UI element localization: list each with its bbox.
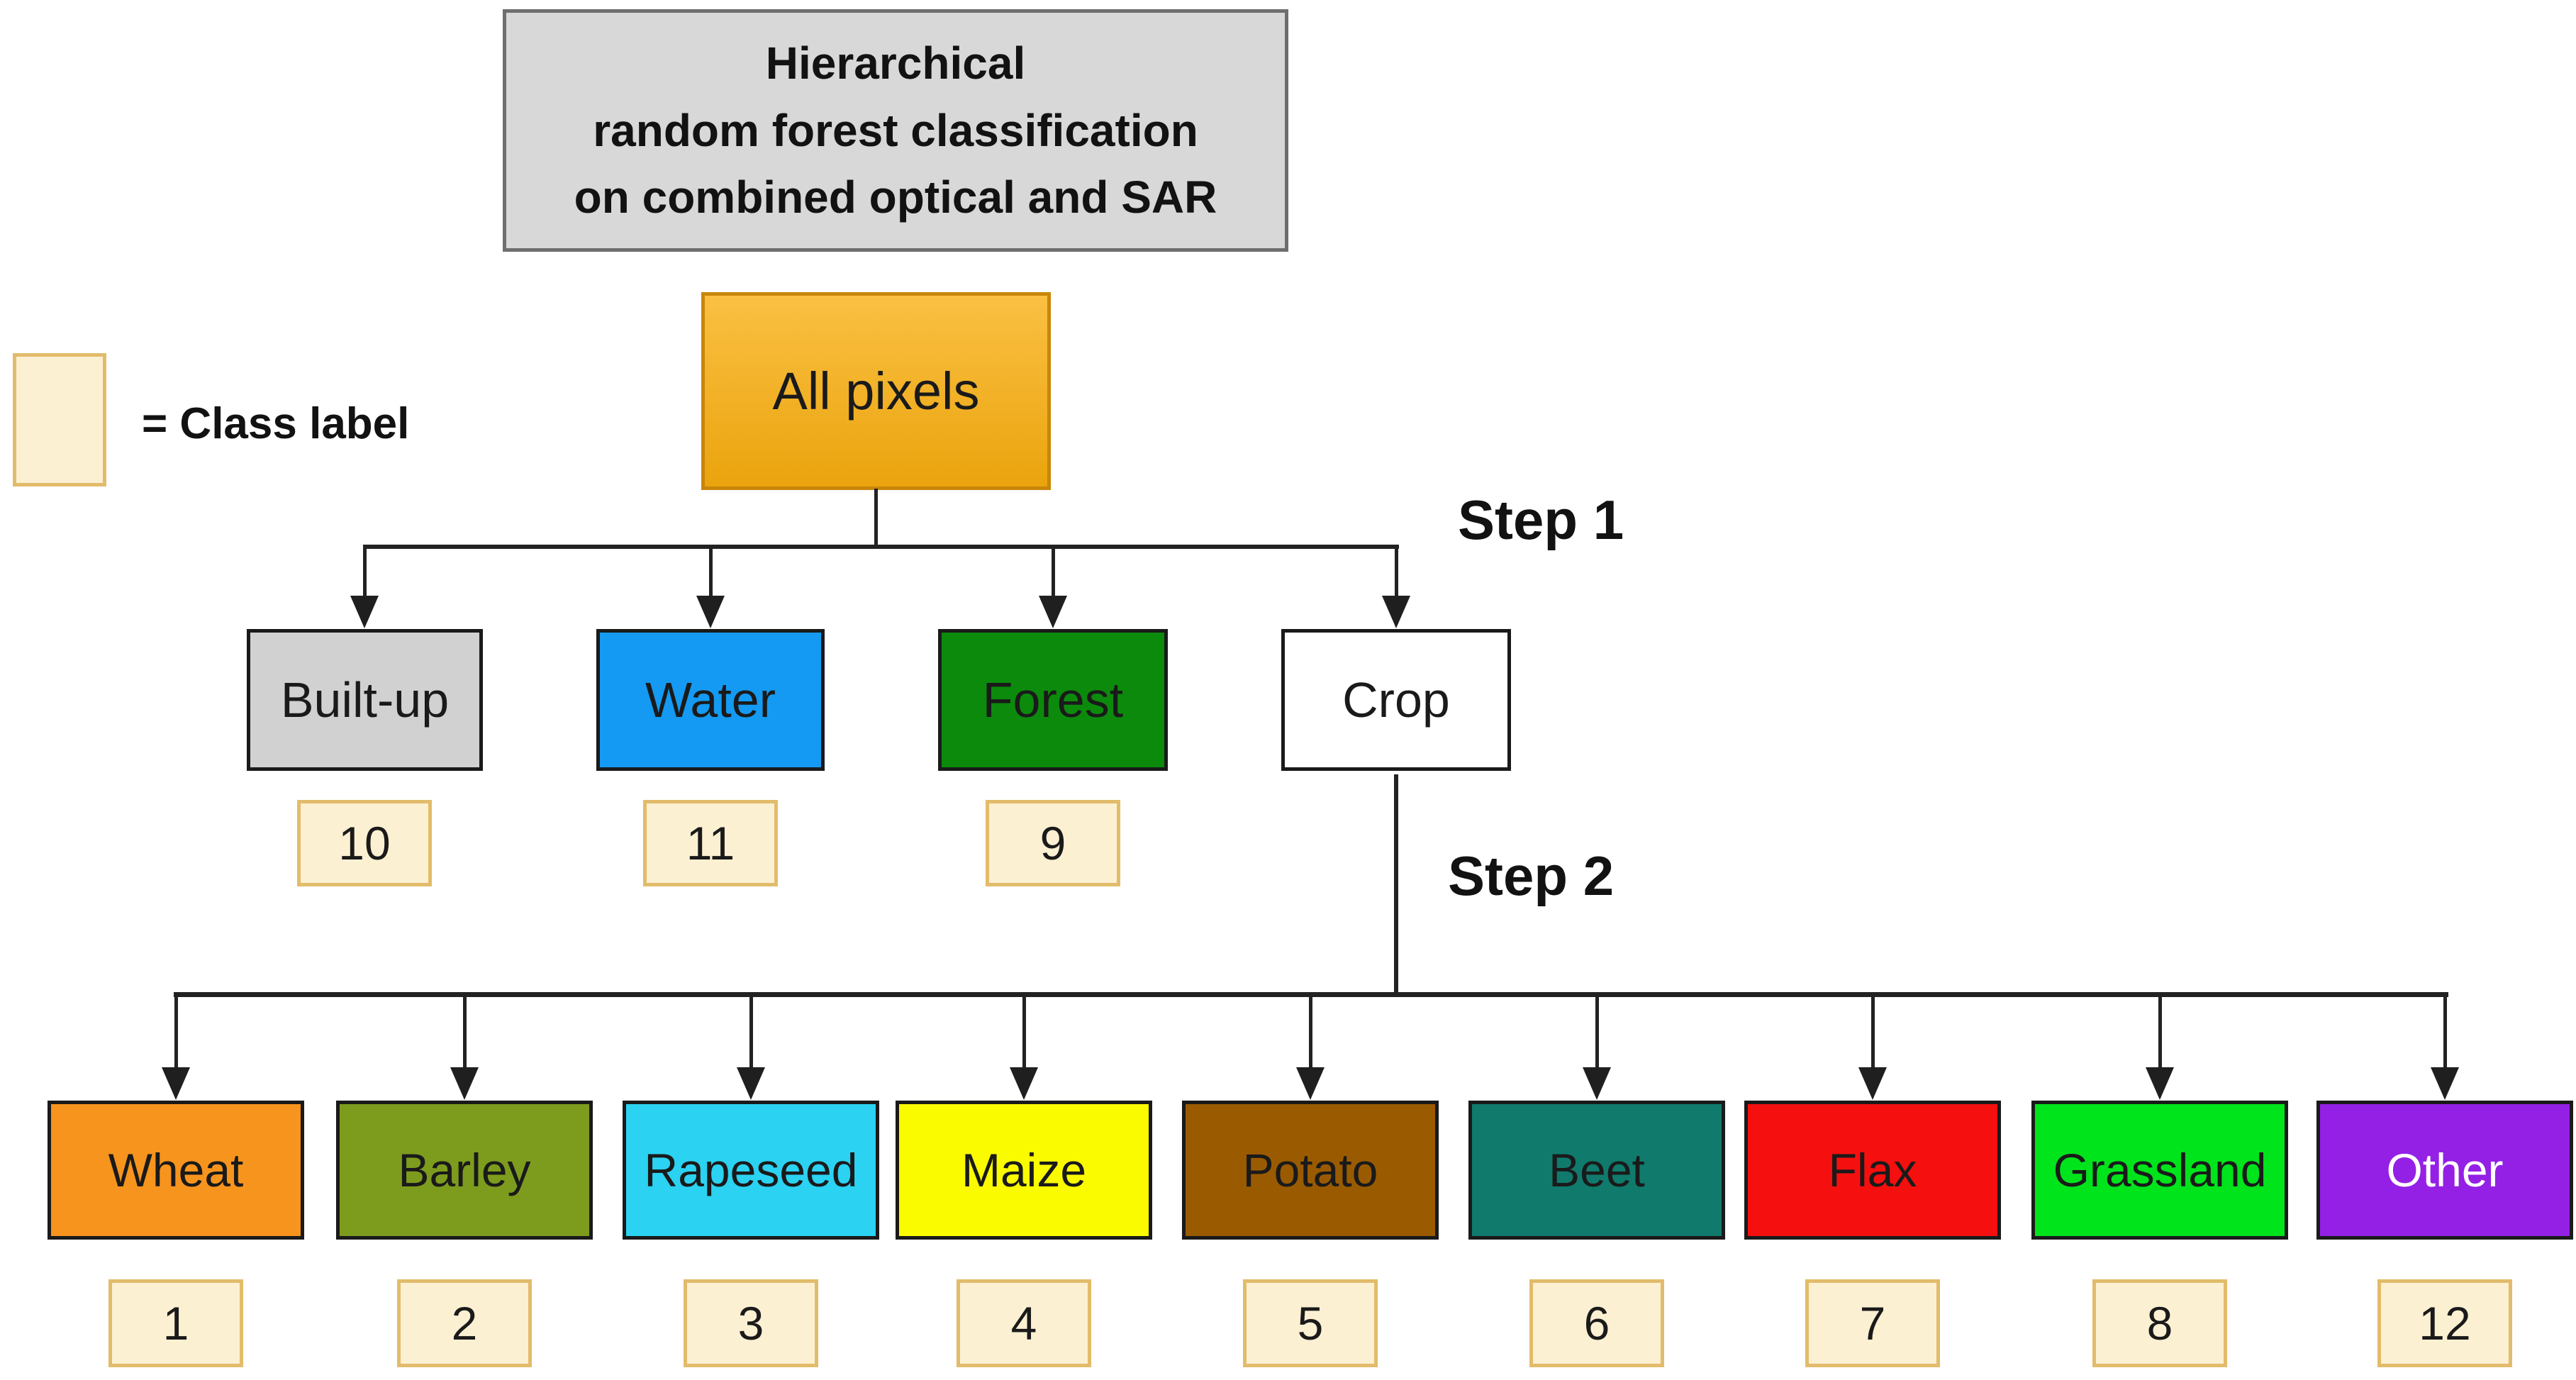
step-2-label: Step 2 [1448,845,1615,907]
title-box: Hierarchical random forest classificatio… [503,9,1288,252]
class-number-built-up: 10 [297,800,432,886]
class-number-rapeseed: 3 [684,1279,818,1367]
connector-step1-drop-arrowhead [1039,596,1067,628]
node-water: Water [596,629,825,771]
class-number-forest: 9 [986,800,1120,886]
connector-step2-bar [174,992,2448,997]
class-number-other: 12 [2377,1279,2512,1367]
node-grassland: Grassland [2031,1101,2288,1240]
node-barley: Barley [336,1101,593,1240]
connector-step2-drop-arrowhead [162,1067,190,1100]
node-forest: Forest [938,629,1168,771]
class-number-beet: 6 [1529,1279,1664,1367]
connector-step1-bar [363,545,1399,549]
title-line-1: Hierarchical [765,37,1026,89]
legend-class-label-swatch [13,353,106,486]
connector-step1-drop-line [1052,548,1055,598]
connector-step2-drop-arrowhead [1858,1067,1887,1100]
node-flax: Flax [1744,1101,2001,1240]
node-water-label: Water [645,672,776,728]
node-potato: Potato [1182,1101,1439,1240]
class-number-maize: 4 [957,1279,1091,1367]
connector-step1-stem [874,489,878,547]
connector-step2-drop-arrowhead [450,1067,479,1100]
node-built-up-label: Built-up [280,672,450,728]
connector-step1-drop-arrowhead [696,596,725,628]
node-rapeseed: Rapeseed [623,1101,879,1240]
class-number-barley: 2 [397,1279,532,1367]
connector-step2-drop-line [749,997,753,1069]
node-beet: Beet [1468,1101,1725,1240]
node-maize-label: Maize [961,1144,1087,1196]
connector-step2-drop-line [174,997,178,1069]
node-crop-label: Crop [1342,672,1450,728]
class-number-grassland: 8 [2092,1279,2227,1367]
class-number-flax: 7 [1805,1279,1940,1367]
node-other-label: Other [2386,1144,2504,1196]
node-forest-label: Forest [982,672,1124,728]
node-maize: Maize [896,1101,1152,1240]
node-all-pixels-label: All pixels [772,362,980,421]
connector-step2-drop-arrowhead [737,1067,765,1100]
connector-step2-drop-line [1871,997,1875,1069]
node-crop: Crop [1281,629,1511,771]
connector-step1-drop-line [363,548,367,598]
connector-step2-drop-line [1309,997,1312,1069]
connector-step1-drop-arrowhead [1382,596,1410,628]
class-number-water: 11 [643,800,778,886]
node-grassland-label: Grassland [2053,1144,2267,1196]
node-potato-label: Potato [1242,1144,1378,1196]
connector-step2-drop-line [2443,997,2447,1069]
connector-step2-drop-arrowhead [2146,1067,2174,1100]
connector-step2-drop-arrowhead [1296,1067,1325,1100]
node-flax-label: Flax [1828,1144,1917,1196]
step-1-label: Step 1 [1458,489,1624,551]
connector-step2-stem [1394,774,1398,996]
title-line-2: random forest classification [593,104,1198,156]
connector-step2-drop-line [463,997,467,1069]
node-rapeseed-label: Rapeseed [644,1144,858,1196]
node-beet-label: Beet [1549,1144,1645,1196]
node-built-up: Built-up [247,629,483,771]
node-barley-label: Barley [398,1144,531,1196]
connector-step2-drop-line [2158,997,2162,1069]
connector-step2-drop-arrowhead [2431,1067,2459,1100]
legend-label: = Class label [142,399,410,448]
node-all-pixels: All pixels [701,292,1051,490]
node-wheat: Wheat [48,1101,304,1240]
connector-step2-drop-arrowhead [1583,1067,1611,1100]
connector-step1-drop-line [709,548,713,598]
node-other: Other [2316,1101,2573,1240]
connector-step2-drop-arrowhead [1010,1067,1038,1100]
connector-step1-drop-line [1395,548,1398,598]
node-wheat-label: Wheat [108,1144,244,1196]
connector-step1-drop-arrowhead [350,596,379,628]
class-number-wheat: 1 [108,1279,243,1367]
connector-step2-drop-line [1022,997,1026,1069]
connector-step2-drop-line [1595,997,1599,1069]
class-number-potato: 5 [1243,1279,1378,1367]
title-line-3: on combined optical and SAR [574,172,1217,223]
